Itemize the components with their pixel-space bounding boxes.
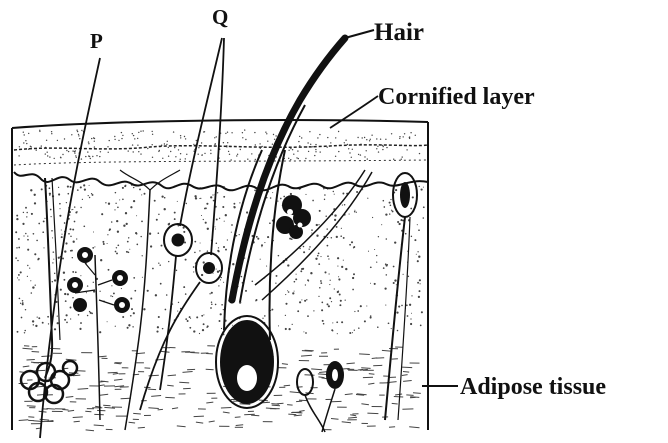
adipose-layer-texture <box>19 346 421 431</box>
hair-leader-line <box>345 30 374 38</box>
q-leader-line-2 <box>211 38 224 255</box>
label-adipose-tissue: Adipose tissue <box>460 374 606 400</box>
blood-vessel-cluster <box>67 247 130 420</box>
cornified-leader-line <box>330 96 378 128</box>
label-hair: Hair <box>374 19 424 46</box>
label-q: Q <box>212 5 228 29</box>
label-p: P <box>90 29 103 53</box>
sebaceous-gland <box>276 195 311 239</box>
label-cornified-layer: Cornified layer <box>378 84 535 110</box>
adipose-receptors <box>297 361 344 432</box>
sensory-receptors-q <box>120 170 222 430</box>
